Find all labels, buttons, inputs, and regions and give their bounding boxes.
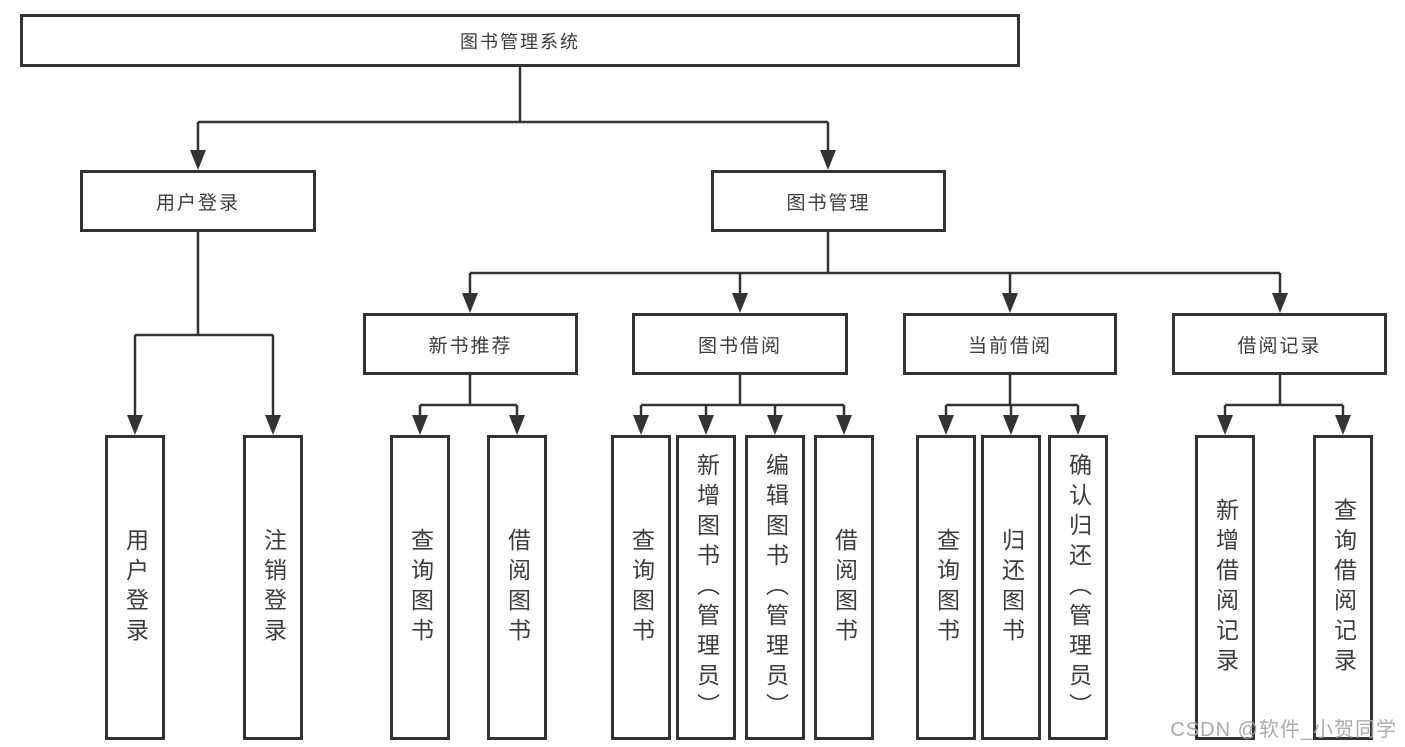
node-book-management: 图书管理: [711, 170, 946, 232]
leaf-user-login: 用户登录: [105, 435, 165, 740]
node-new-book-recommend: 新书推荐: [363, 313, 578, 375]
leaf-borrow-books-recommend: 借阅图书: [487, 435, 547, 740]
node-root-system: 图书管理系统: [20, 14, 1020, 67]
leaf-label: 借阅图书: [504, 527, 531, 648]
leaf-borrow-books: 借阅图书: [814, 435, 874, 740]
leaf-label: 用户登录: [122, 527, 149, 648]
leaf-confirm-return-admin: 确认归还（管理员）: [1048, 435, 1108, 740]
leaf-edit-book-admin: 编辑图书（管理员）: [745, 435, 805, 740]
node-borrow-records: 借阅记录: [1172, 313, 1387, 375]
node-user-login: 用户登录: [80, 170, 316, 232]
leaf-label: 确认归还（管理员）: [1065, 452, 1092, 723]
leaf-label: 注销登录: [260, 527, 287, 648]
leaf-query-books-borrow: 查询图书: [611, 435, 671, 740]
leaf-query-books-current: 查询图书: [916, 435, 976, 740]
leaf-label: 查询图书: [407, 527, 434, 648]
leaf-add-borrow-record: 新增借阅记录: [1195, 435, 1255, 740]
leaf-return-book: 归还图书: [981, 435, 1041, 740]
leaf-label: 查询图书: [933, 527, 960, 648]
leaf-logout: 注销登录: [243, 435, 303, 740]
node-current-borrow: 当前借阅: [903, 313, 1117, 375]
csdn-watermark: CSDN @软件_小贺同学: [1170, 719, 1397, 741]
node-book-borrow: 图书借阅: [632, 313, 848, 375]
leaf-label: 查询图书: [628, 527, 655, 648]
leaf-label: 新增图书（管理员）: [693, 452, 720, 723]
leaf-label: 编辑图书（管理员）: [762, 452, 789, 723]
leaf-query-borrow-record: 查询借阅记录: [1313, 435, 1373, 740]
leaf-query-books-recommend: 查询图书: [390, 435, 450, 740]
leaf-label: 新增借阅记录: [1212, 497, 1239, 678]
leaf-add-book-admin: 新增图书（管理员）: [676, 435, 736, 740]
leaf-label: 查询借阅记录: [1330, 497, 1357, 678]
leaf-label: 归还图书: [998, 527, 1025, 648]
leaf-label: 借阅图书: [831, 527, 858, 648]
